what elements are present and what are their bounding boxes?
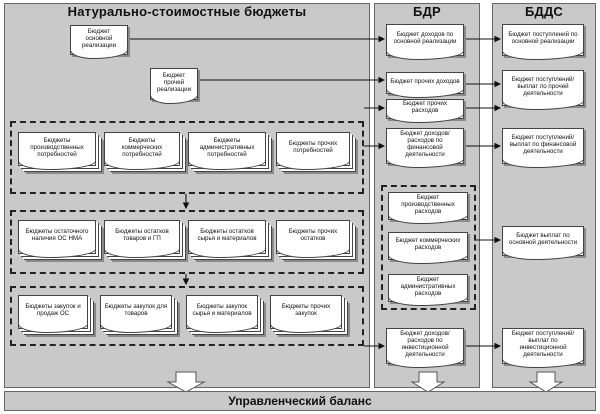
purchases-group <box>10 286 364 346</box>
bdds-title: БДДС <box>524 4 564 19</box>
purchase-budget-fixed-assets: Бюджеты закупок и продаж ОС <box>18 295 88 333</box>
stock-budget-fixed-assets: Бюджеты остаточного наличия ОС НМА <box>18 220 96 258</box>
purchase-budget-goods: Бюджеты закупок для товаров <box>100 295 172 333</box>
purchase-budget-materials: Бюджеты закупок сырья и материалов <box>186 295 258 333</box>
needs-budget-commercial: Бюджеты коммерческих потребностей <box>104 132 180 170</box>
needs-budget-other: Бюджеты прочих потребностей <box>276 132 350 170</box>
natural-budgets-title: Натурально-стоимостные бюджеты <box>67 4 307 19</box>
other-sales-budget: Бюджет прочей реализации <box>150 68 198 104</box>
stocks-group <box>10 210 364 274</box>
needs-group <box>10 121 364 194</box>
bdds-financial: Бюджет поступлений/выплат по финансовой … <box>502 128 584 168</box>
bdds-other-activity: Бюджет поступлений/выплат по прочей деят… <box>502 70 584 110</box>
main-sales-budget: Бюджет основной реализации <box>70 25 128 59</box>
needs-budget-production: Бюджеты производственных потребностей <box>18 132 96 170</box>
bdr-main-income: Бюджет доходов по основной реализации <box>386 24 464 60</box>
bdr-production-expenses: Бюджет производственных расходов <box>388 192 468 224</box>
stock-budget-materials: Бюджеты остатков сырья и материалов <box>188 220 266 258</box>
bdds-panel: БДДС <box>492 3 596 388</box>
bdr-investment: Бюджет доходов/расходов по инвестиционно… <box>386 328 464 368</box>
bdr-other-income: Бюджет прочих доходов <box>386 72 464 98</box>
purchase-budget-other: Бюджеты прочих закупок <box>270 295 342 333</box>
bdr-expenses-group <box>381 185 476 310</box>
needs-budget-admin: Бюджеты административных потребностей <box>188 132 266 170</box>
bdr-financial: Бюджет доходов/расходов по финансовой де… <box>386 128 464 168</box>
bdds-main-payments: Бюджет выплат по основной деятельности <box>502 226 584 260</box>
bdds-main-receipts: Бюджет поступлений по основной реализаци… <box>502 24 584 60</box>
bdr-admin-expenses: Бюджет административных расходов <box>388 274 468 306</box>
stock-budget-other: Бюджеты прочих остатков <box>276 220 350 258</box>
management-balance: Управленческий баланс <box>4 391 596 411</box>
stock-budget-goods: Бюджеты остатков товаров и ГП <box>104 220 180 258</box>
bdr-title: БДР <box>413 4 441 19</box>
bdds-investment: Бюджет поступлений/выплат по инвестицион… <box>502 328 584 368</box>
bdr-commercial-expenses: Бюджет коммерческих расходов <box>388 232 468 264</box>
bdr-other-expenses: Бюджет прочих расходов <box>386 99 464 123</box>
